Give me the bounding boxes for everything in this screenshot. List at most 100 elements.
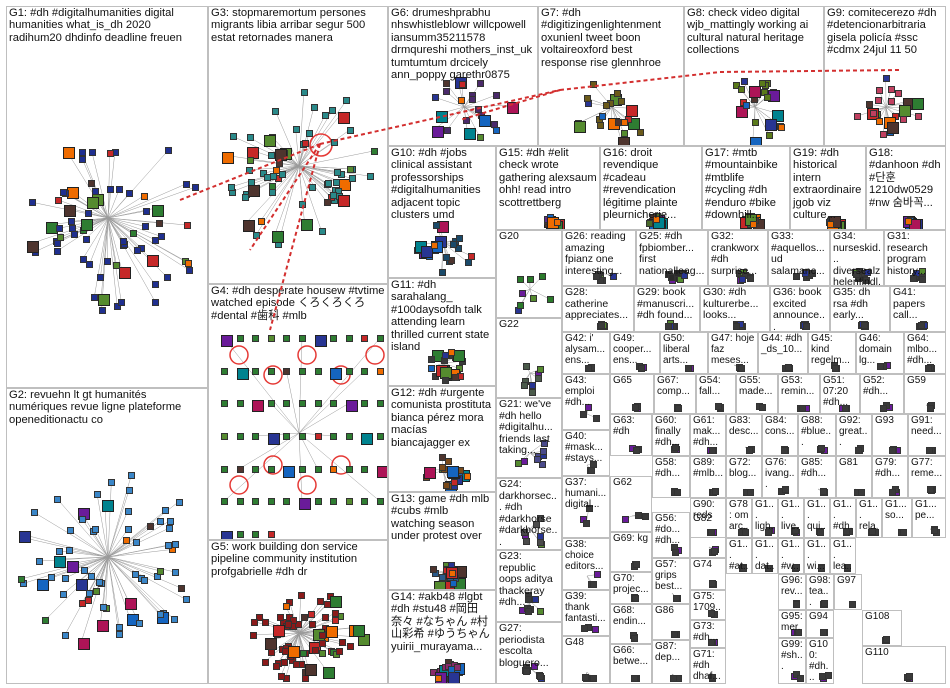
- vertex-node[interactable]: [450, 241, 458, 249]
- user-avatar-node[interactable]: [97, 620, 110, 633]
- vertex-node[interactable]: [140, 576, 148, 584]
- vertex-node[interactable]: [246, 156, 254, 164]
- vertex-node[interactable]: [113, 261, 121, 269]
- vertex-node[interactable]: [108, 479, 116, 487]
- vertex-node[interactable]: [267, 367, 275, 375]
- user-avatar-node[interactable]: [618, 137, 630, 145]
- vertex-node[interactable]: [221, 465, 228, 473]
- vertex-node[interactable]: [330, 335, 338, 342]
- vertex-node[interactable]: [870, 109, 878, 117]
- vertex-node[interactable]: [68, 225, 76, 233]
- vertex-node[interactable]: [177, 584, 185, 592]
- vertex-node[interactable]: [98, 307, 106, 315]
- vertex-node[interactable]: [462, 116, 470, 124]
- vertex-node[interactable]: [124, 507, 132, 515]
- vertex-node[interactable]: [741, 529, 749, 536]
- vertex-node[interactable]: [29, 199, 36, 207]
- vertex-node[interactable]: [361, 400, 369, 408]
- vertex-node[interactable]: [452, 374, 460, 382]
- vertex-node[interactable]: [346, 126, 354, 134]
- vertex-node[interactable]: [794, 629, 802, 636]
- vertex-node[interactable]: [528, 389, 536, 396]
- vertex-node[interactable]: [524, 608, 532, 616]
- vertex-node[interactable]: [319, 640, 327, 648]
- vertex-node[interactable]: [926, 447, 934, 454]
- vertex-node[interactable]: [48, 573, 56, 581]
- vertex-node[interactable]: [709, 580, 717, 588]
- vertex-node[interactable]: [685, 365, 693, 372]
- vertex-node[interactable]: [31, 509, 39, 517]
- vertex-node[interactable]: [299, 465, 306, 473]
- vertex-node[interactable]: [116, 623, 124, 631]
- user-avatar-node[interactable]: [36, 579, 49, 592]
- vertex-node[interactable]: [434, 675, 442, 682]
- vertex-node[interactable]: [314, 498, 322, 506]
- vertex-node[interactable]: [371, 147, 379, 155]
- vertex-node[interactable]: [883, 636, 891, 644]
- vertex-node[interactable]: [427, 355, 435, 363]
- vertex-node[interactable]: [439, 454, 447, 462]
- vertex-node[interactable]: [875, 96, 883, 104]
- vertex-node[interactable]: [377, 367, 384, 375]
- vertex-node[interactable]: [377, 498, 384, 506]
- user-avatar-node[interactable]: [67, 187, 80, 200]
- vertex-node[interactable]: [297, 591, 305, 599]
- vertex-node[interactable]: [537, 366, 545, 374]
- vertex-node[interactable]: [613, 89, 621, 97]
- vertex-node[interactable]: [292, 126, 300, 134]
- vertex-node[interactable]: [321, 613, 329, 621]
- vertex-node[interactable]: [330, 139, 338, 147]
- vertex-node[interactable]: [236, 335, 244, 342]
- vertex-node[interactable]: [584, 365, 592, 372]
- vertex-node[interactable]: [905, 673, 913, 681]
- vertex-node[interactable]: [596, 121, 604, 129]
- vertex-node[interactable]: [151, 281, 159, 289]
- vertex-node[interactable]: [468, 95, 476, 103]
- vertex-node[interactable]: [529, 295, 537, 303]
- vertex-node[interactable]: [631, 594, 639, 602]
- vertex-node[interactable]: [267, 531, 275, 538]
- vertex-node[interactable]: [904, 218, 912, 226]
- vertex-node[interactable]: [345, 367, 353, 375]
- vertex-node[interactable]: [714, 402, 722, 410]
- vertex-node[interactable]: [803, 323, 811, 330]
- vertex-node[interactable]: [156, 220, 164, 228]
- vertex-node[interactable]: [861, 321, 869, 329]
- vertex-node[interactable]: [250, 618, 258, 626]
- user-avatar-node[interactable]: [424, 466, 436, 479]
- vertex-node[interactable]: [236, 433, 244, 440]
- vertex-node[interactable]: [82, 235, 90, 243]
- vertex-node[interactable]: [283, 367, 291, 375]
- vertex-node[interactable]: [192, 184, 200, 192]
- vertex-node[interactable]: [529, 382, 537, 390]
- vertex-node[interactable]: [361, 335, 369, 342]
- vertex-node[interactable]: [309, 620, 317, 628]
- vertex-node[interactable]: [170, 615, 178, 623]
- user-avatar-node[interactable]: [125, 597, 138, 610]
- vertex-node[interactable]: [314, 367, 322, 375]
- vertex-node[interactable]: [377, 335, 384, 342]
- user-avatar-node[interactable]: [330, 367, 343, 380]
- vertex-node[interactable]: [361, 498, 369, 506]
- vertex-node[interactable]: [620, 118, 628, 126]
- user-avatar-node[interactable]: [221, 335, 233, 347]
- user-avatar-node[interactable]: [749, 137, 762, 145]
- vertex-node[interactable]: [54, 196, 62, 204]
- user-avatar-node[interactable]: [248, 184, 261, 197]
- vertex-node[interactable]: [175, 498, 183, 506]
- vertex-node[interactable]: [93, 588, 101, 595]
- vertex-node[interactable]: [732, 323, 740, 330]
- vertex-node[interactable]: [442, 481, 450, 489]
- vertex-node[interactable]: [450, 478, 458, 486]
- vertex-node[interactable]: [443, 253, 451, 261]
- vertex-node[interactable]: [116, 631, 124, 639]
- vertex-node[interactable]: [183, 222, 191, 230]
- vertex-node[interactable]: [162, 507, 170, 515]
- vertex-node[interactable]: [347, 643, 355, 651]
- vertex-node[interactable]: [84, 209, 92, 217]
- user-avatar-node[interactable]: [314, 335, 327, 347]
- user-avatar-node[interactable]: [67, 560, 80, 573]
- vertex-node[interactable]: [709, 447, 717, 454]
- vertex-node[interactable]: [182, 596, 190, 604]
- vertex-node[interactable]: [78, 515, 86, 523]
